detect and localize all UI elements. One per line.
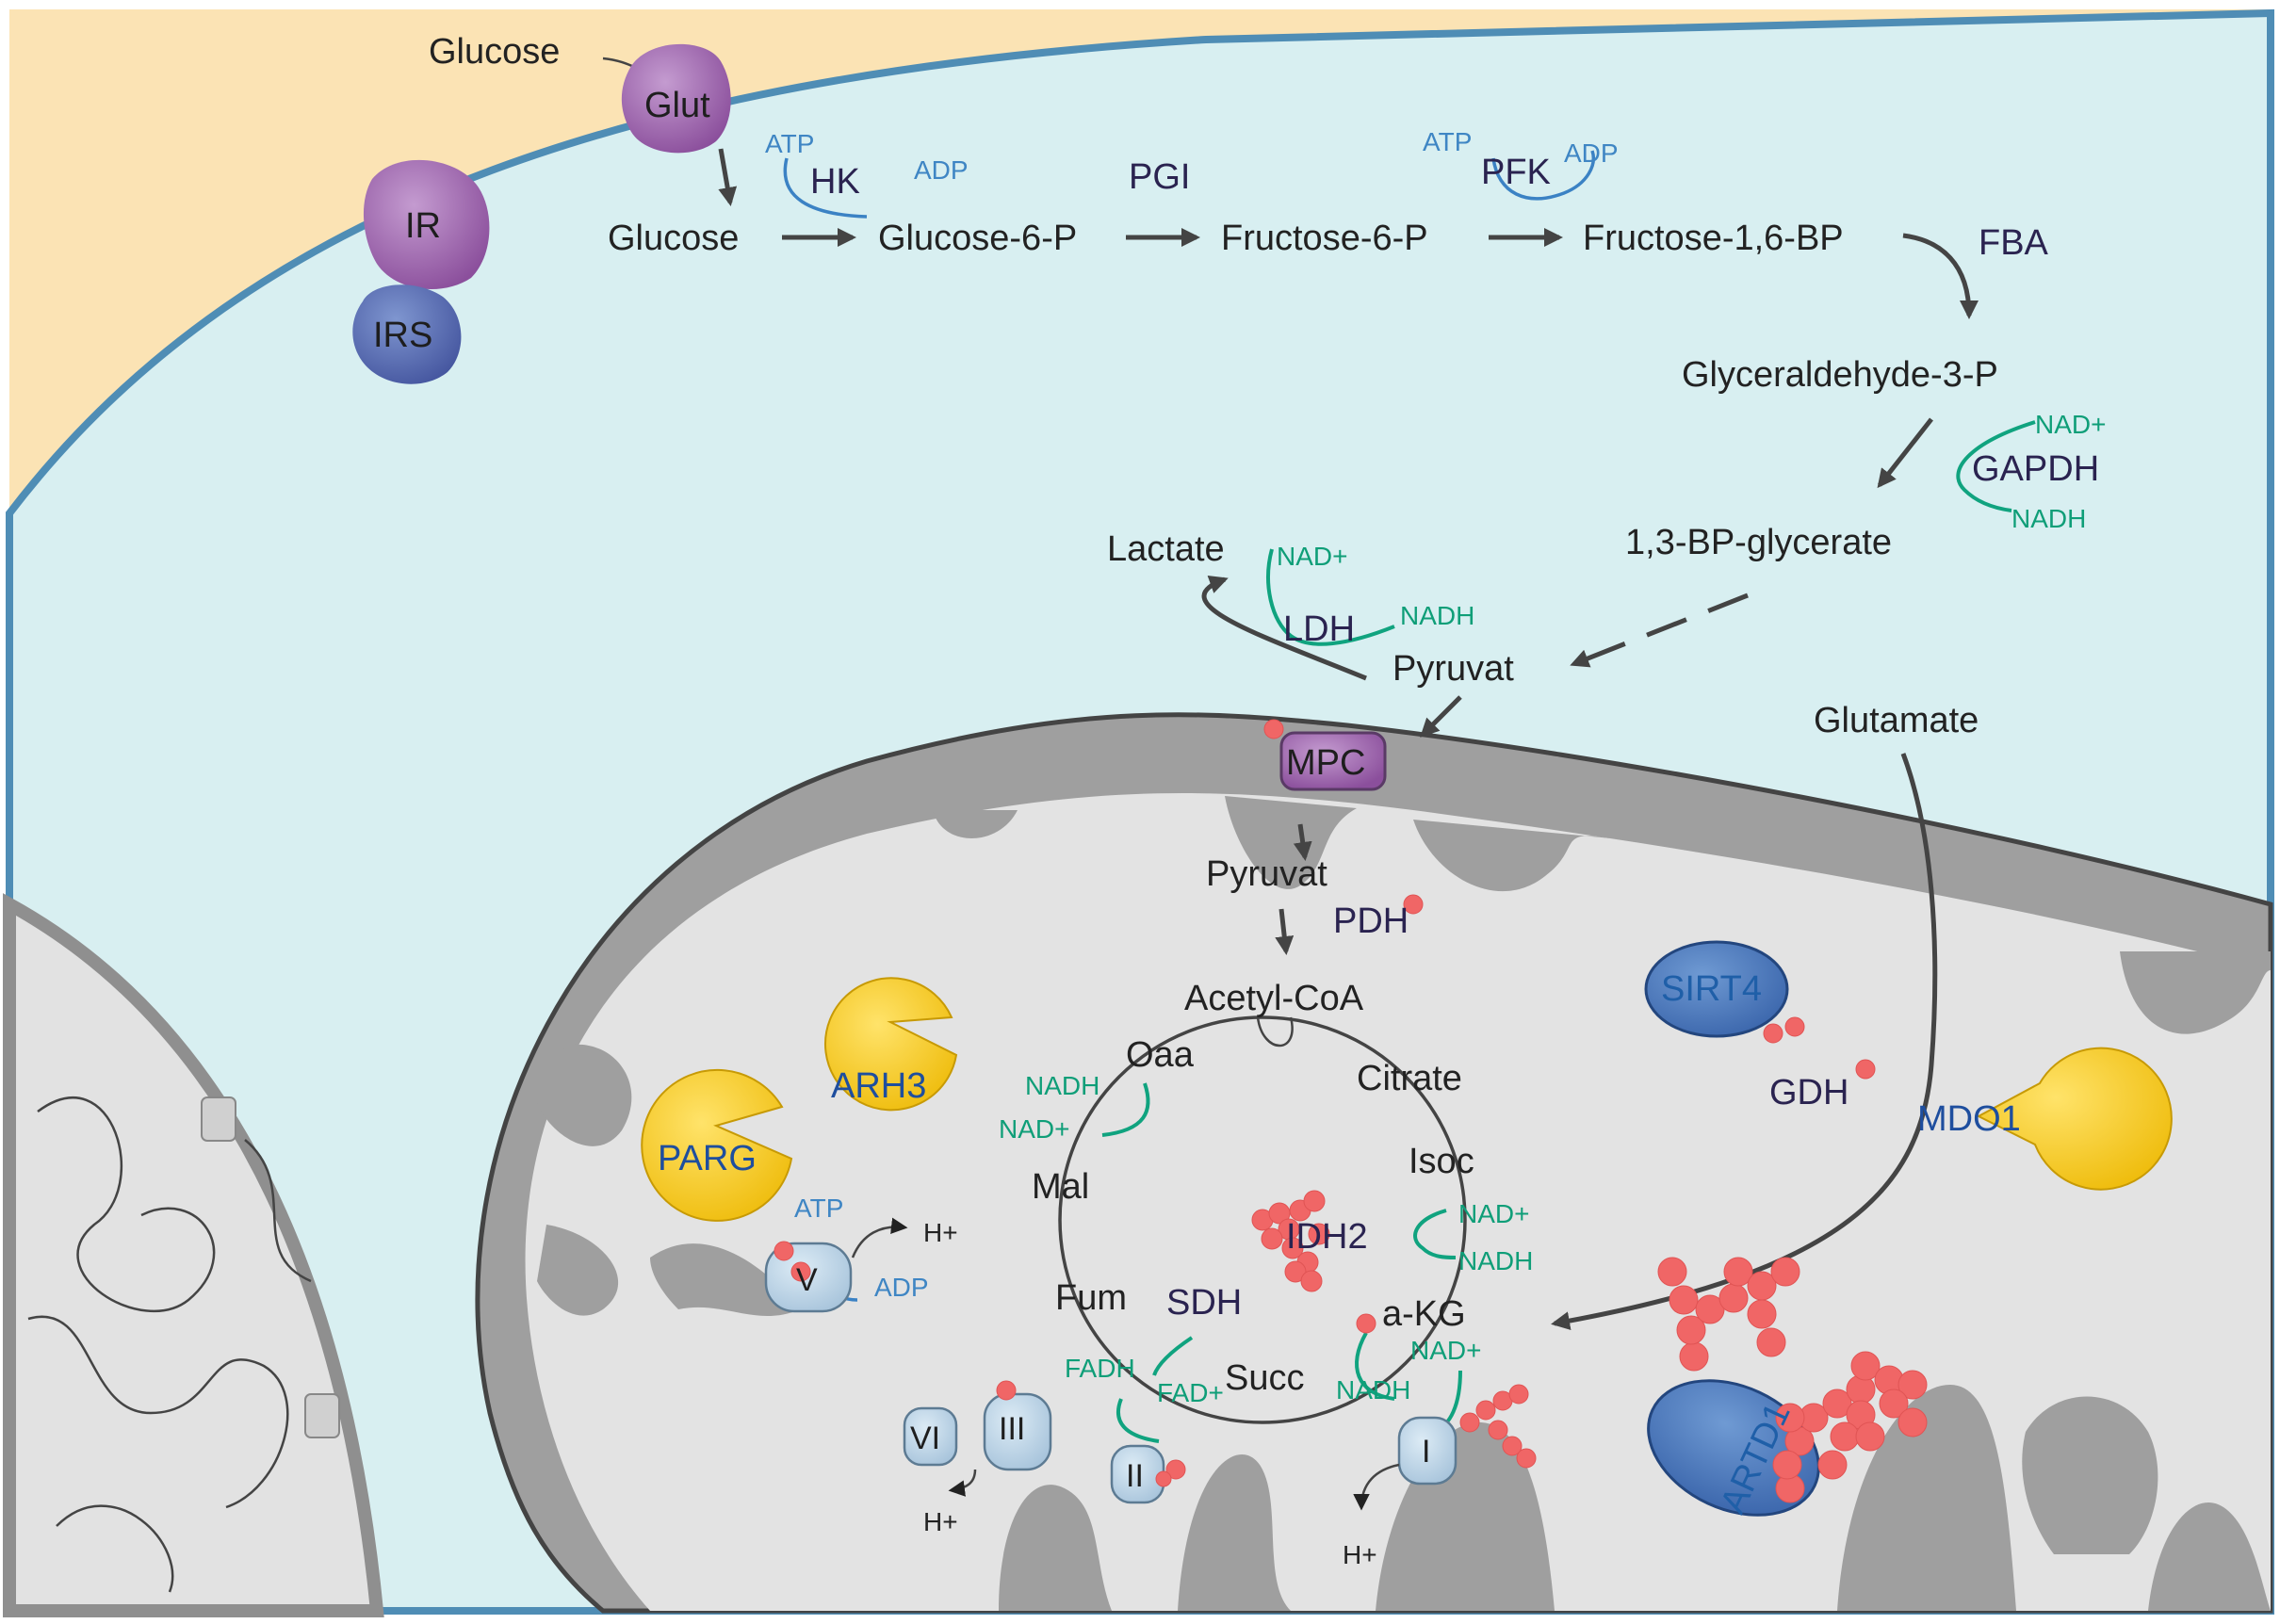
ldh-label: LDH: [1283, 609, 1355, 649]
sdh-label: SDH: [1166, 1283, 1242, 1323]
gdh-label: GDH: [1769, 1073, 1848, 1112]
pgi-label: PGI: [1129, 157, 1190, 197]
fba-label: FBA: [1979, 223, 2049, 263]
fructose16bp-label: Fructose-1,6-BP: [1583, 219, 1844, 258]
irs-protein: [352, 284, 462, 384]
g3p-label: Glyceraldehyde-3-P: [1682, 355, 1998, 395]
pfk-label: PFK: [1481, 153, 1551, 192]
fum-label: Fum: [1055, 1278, 1127, 1318]
v-h-label: H+: [923, 1218, 958, 1247]
citrate-label: Citrate: [1357, 1059, 1462, 1098]
i-h-label: H+: [1343, 1540, 1377, 1569]
glucose6p-label: Glucose-6-P: [878, 219, 1077, 258]
sdh-fad-label: FAD+: [1157, 1378, 1224, 1407]
gapdh-nad-label: NAD+: [2035, 410, 2106, 439]
complex-vi: [903, 1406, 958, 1467]
irs-label: IRS: [373, 316, 432, 355]
pyruvat-cytosol-label: Pyruvat: [1392, 649, 1514, 689]
akg-nad-label: NAD+: [1410, 1336, 1481, 1365]
pfk-adp-label: ADP: [1564, 138, 1619, 168]
pyruvat-mito-label: Pyruvat: [1206, 854, 1327, 894]
akg-label: a-KG: [1382, 1294, 1466, 1334]
idh-nadh-label: NADH: [1458, 1246, 1533, 1275]
mpc-label: MPC: [1286, 743, 1365, 783]
pdh-label: PDH: [1333, 901, 1409, 941]
succ-label: Succ: [1225, 1358, 1304, 1398]
acetylcoa-label: Acetyl-CoA: [1184, 979, 1364, 1018]
acetylcoa-entry-line: [1256, 1016, 1294, 1047]
arh3-label: ARH3: [831, 1066, 926, 1106]
adp-ribose-modifications: [774, 894, 1928, 1503]
cristae: [537, 796, 2271, 1611]
fructose6p-label: Fructose-6-P: [1221, 219, 1428, 258]
idh-nad-label: NAD+: [1458, 1199, 1529, 1228]
mal-label: Mal: [1032, 1167, 1089, 1207]
sdh-fadh-label: FADH: [1065, 1354, 1135, 1383]
complex-iii: [983, 1392, 1052, 1471]
complex-vi-label: VI: [910, 1421, 940, 1456]
electron-transport-chain: [764, 1242, 1458, 1504]
oaa-label: Oaa: [1126, 1035, 1195, 1075]
insulin-receptor: [363, 159, 490, 289]
hk-atp-label: ATP: [765, 129, 814, 158]
complex-v-label: V: [796, 1262, 818, 1298]
glucose-extracellular-label: Glucose: [429, 32, 560, 72]
sirt4-enzyme: [1644, 940, 1789, 1038]
complex-i: [1397, 1416, 1458, 1486]
cofactor-arcs: [783, 150, 2036, 1443]
mdo1-label: MDO1: [1917, 1099, 2021, 1139]
glutamate-label: Glutamate: [1814, 701, 1979, 740]
glucose-label: Glucose: [608, 219, 739, 258]
complex-ii-label: II: [1126, 1458, 1144, 1494]
mpc-transporter: [1279, 731, 1387, 791]
idh2-label: IDH2: [1286, 1217, 1368, 1257]
glut-transporter: [621, 43, 731, 154]
iii-h-label: H+: [923, 1507, 958, 1536]
complex-i-label: I: [1422, 1434, 1430, 1470]
sirt4-label: SIRT4: [1661, 969, 1762, 1009]
tca-cycle-circle: [1058, 1015, 1467, 1424]
pfk-atp-label: ATP: [1423, 127, 1472, 156]
mdh-nad-label: NAD+: [999, 1114, 1069, 1144]
hk-label: HK: [810, 162, 860, 202]
complex-iii-label: III: [999, 1411, 1025, 1447]
lactate-label: Lactate: [1107, 529, 1225, 569]
v-atp-label: ATP: [794, 1194, 843, 1223]
chromatin: [27, 1096, 312, 1593]
adp-ribose-dot: [1263, 719, 1284, 739]
nuclear-pore: [201, 1096, 340, 1438]
isoc-label: Isoc: [1409, 1142, 1474, 1181]
arh3-enzyme: [824, 977, 958, 1112]
gapdh-nadh-label: NADH: [2011, 504, 2086, 533]
proton-arrows: [851, 1217, 1400, 1511]
ldh-nad-label: NAD+: [1277, 542, 1347, 571]
hk-adp-label: ADP: [914, 155, 969, 185]
parg-label: PARG: [658, 1139, 757, 1178]
bpg-label: 1,3-BP-glycerate: [1625, 523, 1892, 562]
akg-nadh-label: NADH: [1336, 1375, 1410, 1405]
gapdh-label: GAPDH: [1972, 449, 2099, 489]
ldh-nadh-label: NADH: [1400, 601, 1474, 630]
v-adp-label: ADP: [874, 1273, 929, 1302]
ir-label: IR: [405, 206, 441, 246]
parg-enzyme: [641, 1068, 793, 1222]
mdh-nadh-label: NADH: [1025, 1071, 1099, 1100]
glut-label: Glut: [644, 86, 710, 125]
mdo1-enzyme: [1976, 1047, 2173, 1191]
